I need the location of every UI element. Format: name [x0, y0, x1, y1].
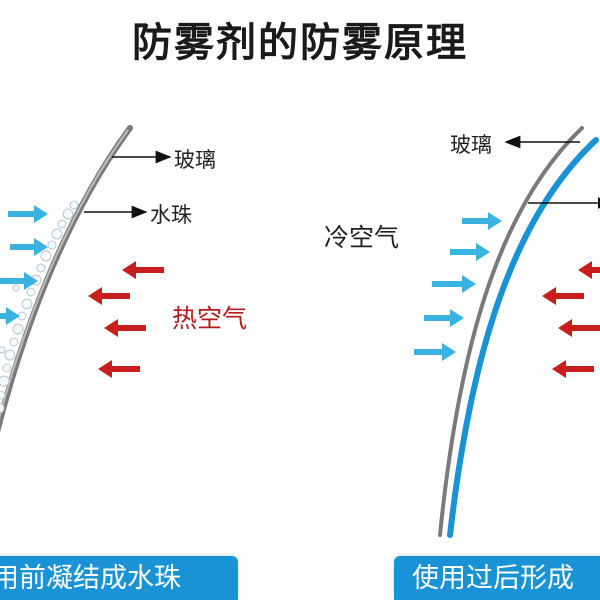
- left-cold-arrows: [0, 205, 48, 325]
- left-hot-arrows: [88, 261, 164, 378]
- hot-arrow: [104, 319, 146, 337]
- caption-after: 使用过后形成: [394, 556, 600, 600]
- cold-arrow: [450, 243, 490, 261]
- cold-arrow: [8, 205, 48, 223]
- right-glass: [438, 126, 584, 537]
- glass-label-right: 玻璃: [450, 133, 492, 157]
- cold-arrow: [10, 238, 48, 256]
- cold-arrow: [432, 275, 476, 293]
- cold-arrow: [0, 307, 20, 325]
- right-hot-arrows: [542, 261, 600, 378]
- caption-before: 用前凝结成水珠: [0, 556, 238, 600]
- left-glass-highlight: [0, 129, 129, 420]
- droplet-label: 水珠: [150, 203, 192, 227]
- hot-arrow: [558, 319, 600, 337]
- hot-arrow: [98, 360, 140, 378]
- right-film: [447, 137, 599, 538]
- hot-air-label: 热空气: [172, 304, 248, 333]
- hot-arrow: [542, 287, 584, 305]
- glass-label-left: 玻璃: [174, 148, 216, 172]
- cold-arrow: [424, 309, 464, 327]
- cold-arrow: [414, 343, 456, 361]
- cold-arrow: [462, 212, 502, 230]
- hot-arrow: [122, 261, 164, 279]
- page-title: 防雾剂的防雾原理: [132, 20, 468, 66]
- right-cold-arrows: [414, 212, 502, 361]
- cold-arrow: [0, 272, 38, 290]
- hot-arrow: [552, 360, 594, 378]
- hot-arrow: [578, 261, 600, 279]
- cold-air-label: 冷空气: [324, 223, 400, 252]
- hot-arrow: [88, 287, 130, 305]
